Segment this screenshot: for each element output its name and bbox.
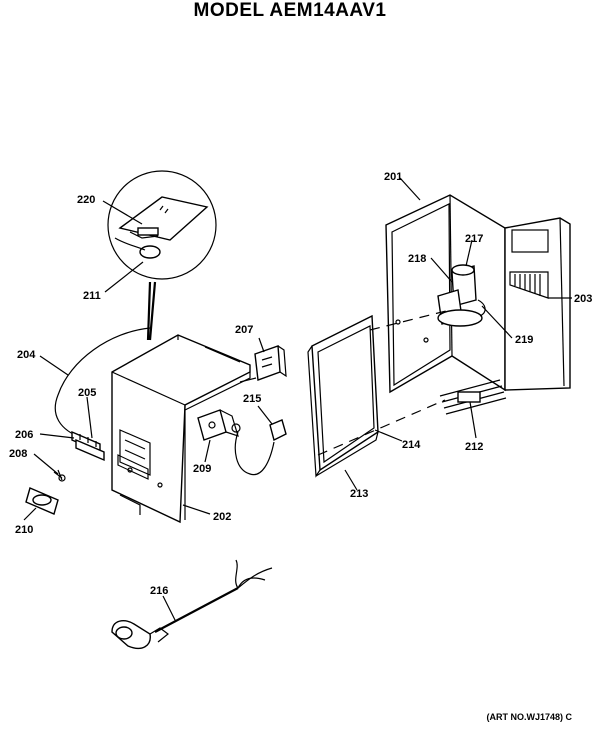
power-cord-216 — [111, 559, 273, 650]
panel-203 — [504, 217, 571, 391]
label-217: 217 — [465, 233, 483, 245]
capacitor-217-218-219 — [437, 264, 486, 327]
label-219: 219 — [515, 334, 533, 346]
label-209: 209 — [193, 463, 211, 475]
part-labels: 220 211 204 205 206 208 210 202 207 209 … — [9, 171, 592, 597]
leader-lines — [23, 177, 572, 623]
label-208: 208 — [9, 448, 27, 460]
assembly-line — [317, 399, 446, 456]
label-204: 204 — [17, 349, 36, 361]
control-housing-202 — [111, 334, 251, 524]
label-214: 214 — [402, 439, 421, 451]
label-218: 218 — [408, 253, 426, 265]
detail-circle — [107, 170, 217, 341]
diagram-title: MODEL AEM14AAV1 — [193, 0, 387, 21]
switch-210 — [25, 487, 59, 515]
cord-204 — [54, 327, 151, 439]
art-number: (ART NO.WJ1748) C — [486, 712, 572, 722]
label-220: 220 — [77, 194, 95, 206]
harness-215 — [234, 419, 287, 476]
label-211: 211 — [83, 290, 101, 302]
label-213: 213 — [350, 488, 368, 500]
label-215: 215 — [243, 393, 261, 405]
label-210: 210 — [15, 524, 33, 536]
cover-213-214 — [307, 314, 379, 478]
bracket-205-206 — [71, 430, 105, 462]
screw-208 — [53, 469, 66, 482]
label-205: 205 — [78, 387, 96, 399]
label-207: 207 — [235, 324, 253, 336]
label-216: 216 — [150, 585, 168, 597]
label-202: 202 — [213, 511, 231, 523]
label-206: 206 — [15, 429, 33, 441]
label-203: 203 — [574, 293, 592, 305]
label-212: 212 — [465, 441, 483, 453]
relay-207 — [239, 345, 287, 383]
wire-bundle-212 — [439, 379, 507, 415]
switch-209 — [197, 409, 241, 441]
label-201: 201 — [384, 171, 402, 183]
assembly-line — [369, 309, 451, 331]
